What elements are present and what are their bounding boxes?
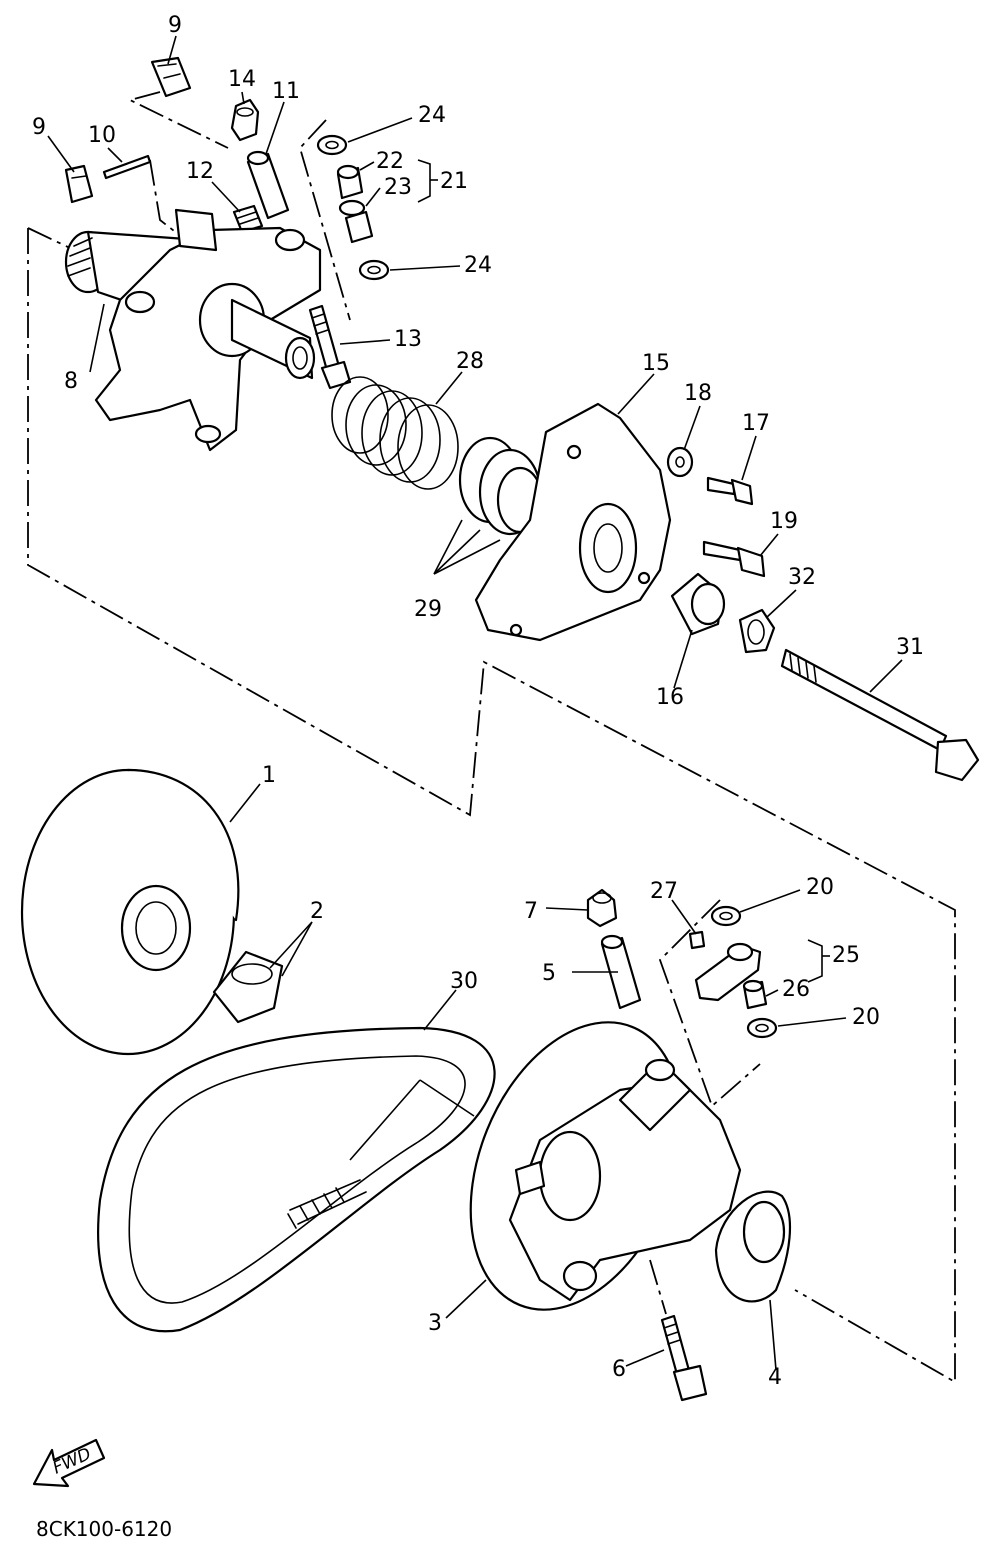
callout-22: 22 xyxy=(376,149,404,174)
callout-6: 6 xyxy=(612,1357,626,1382)
part-13-guide-line xyxy=(298,119,351,321)
part-5-sleeve xyxy=(600,934,642,1010)
diagram-code: 8CK100-6120 xyxy=(36,1517,172,1541)
callout-7: 7 xyxy=(524,899,538,924)
callout-11: 11 xyxy=(272,79,300,104)
callout-20-upper: 20 xyxy=(806,875,834,900)
callout-1: 1 xyxy=(262,763,276,788)
part-10-guide-line xyxy=(149,159,179,235)
callout-10: 10 xyxy=(88,123,116,148)
callout-23: 23 xyxy=(384,175,412,200)
callout-16: 16 xyxy=(656,685,684,710)
callout-24-upper: 24 xyxy=(418,103,446,128)
callout-17: 17 xyxy=(742,411,770,436)
callout-13: 13 xyxy=(394,327,422,352)
leader-lines xyxy=(47,35,903,1371)
part-23-bushing xyxy=(338,199,374,244)
part-6-guide-line xyxy=(649,1259,667,1315)
part-20-washer-upper xyxy=(710,905,742,927)
callout-28: 28 xyxy=(456,349,484,374)
part-16-bushing xyxy=(670,572,726,636)
part-18-washer xyxy=(666,446,694,478)
part-24-washer-lower xyxy=(358,259,390,281)
part-24-washer-upper xyxy=(316,134,348,156)
part-4-bushing xyxy=(714,1190,792,1303)
assembly-boundary-line-top xyxy=(27,227,71,249)
part-27-screw xyxy=(688,930,706,950)
part-11-sleeve xyxy=(246,150,290,220)
part-19-bolt xyxy=(702,540,766,578)
callout-32: 32 xyxy=(788,565,816,590)
fwd-direction-arrow: FWD xyxy=(32,1438,106,1488)
callout-8: 8 xyxy=(64,369,78,394)
part-14-nut xyxy=(230,98,260,142)
callout-24-lower: 24 xyxy=(464,253,492,278)
callout-27: 27 xyxy=(650,879,678,904)
callout-12: 12 xyxy=(186,159,214,184)
part-8-spider-hub xyxy=(64,208,322,452)
callout-15: 15 xyxy=(642,351,670,376)
part-9-clip-left xyxy=(64,164,94,204)
callout-3: 3 xyxy=(428,1311,442,1336)
part-32-collar xyxy=(738,608,776,654)
part-7-nut xyxy=(586,888,618,928)
part-31-bolt xyxy=(780,648,980,782)
part-9-guide-line xyxy=(127,91,229,149)
part-1-fixed-sheave xyxy=(20,768,240,1056)
part-2-collar xyxy=(212,950,284,1024)
callout-9-left: 9 xyxy=(32,115,46,140)
callout-19: 19 xyxy=(770,509,798,534)
part-20-washer-lower xyxy=(746,1017,778,1039)
callout-2: 2 xyxy=(310,899,324,924)
part-29-spring-seat xyxy=(458,436,544,536)
part-17-bolt xyxy=(706,476,754,506)
part-28-spring xyxy=(331,376,459,490)
assembly-boundary-line xyxy=(27,228,956,1384)
part-6-bolt xyxy=(660,1314,708,1402)
callout-21: 21 xyxy=(440,169,468,194)
callout-26: 26 xyxy=(782,977,810,1002)
part-13-bolt xyxy=(308,304,352,390)
callout-9-upper: 9 xyxy=(168,13,182,38)
callout-29: 29 xyxy=(414,597,442,622)
callout-20-lower: 20 xyxy=(852,1005,880,1030)
callout-5: 5 xyxy=(542,961,556,986)
callout-14: 14 xyxy=(228,67,256,92)
part-9-clip-upper xyxy=(150,56,192,98)
part-12-pin xyxy=(232,204,264,234)
part-30-v-belt xyxy=(97,1026,496,1333)
callout-31: 31 xyxy=(896,635,924,660)
part-26-roller xyxy=(742,979,768,1010)
part-10-pin xyxy=(102,154,152,180)
part-25-weight-arm xyxy=(694,942,762,1002)
callout-18: 18 xyxy=(684,381,712,406)
callout-labels: 9 9 10 14 11 12 24 22 23 21 24 13 8 28 1… xyxy=(32,13,924,1390)
part-15-cam-plate xyxy=(474,402,672,642)
part-3-movable-sheave xyxy=(469,1021,742,1311)
callout-4: 4 xyxy=(768,1365,782,1390)
part-22-roller xyxy=(336,164,364,200)
callout-25: 25 xyxy=(832,943,860,968)
part-25-guide-line xyxy=(658,899,761,1108)
callout-30: 30 xyxy=(450,969,478,994)
